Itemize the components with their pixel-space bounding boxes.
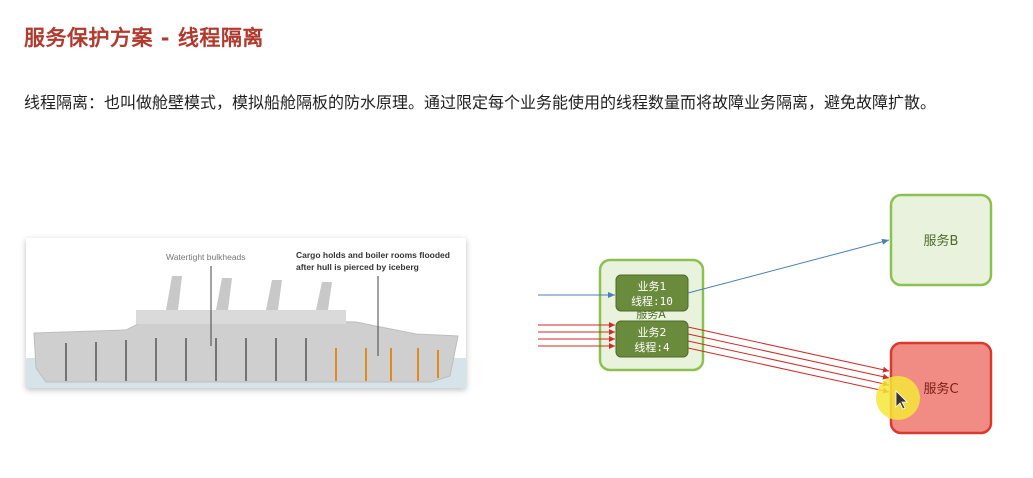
business-1-name: 业务1 <box>638 280 667 293</box>
ship-bulkhead-figure: Watertight bulkheads Cargo holds and boi… <box>26 238 466 388</box>
label-watertight-bulkheads: Watertight bulkheads <box>166 252 246 262</box>
red-request-arrows <box>538 322 615 349</box>
business-2-name: 业务2 <box>638 326 667 339</box>
ship-illustration: Watertight bulkheads Cargo holds and boi… <box>26 250 466 388</box>
bulkhead-lines <box>65 338 307 381</box>
funnel-1 <box>166 276 182 310</box>
service-b-label: 服务B <box>924 233 959 249</box>
diagram-canvas: 服务A 业务1 线程:10 业务2 线程:4 服务B 服务C <box>538 193 993 435</box>
funnel-2 <box>216 278 232 310</box>
arrows-business2-to-service-c <box>687 326 890 394</box>
thread-isolation-diagram: 服务A 业务1 线程:10 业务2 线程:4 服务B 服务C <box>530 185 1030 445</box>
business-1-threads: 线程:10 <box>631 294 673 308</box>
flooded-bulkheads <box>335 348 439 381</box>
arrow-business1-to-service-b <box>687 238 890 294</box>
business-2-box <box>615 320 689 358</box>
service-c-label: 服务C <box>923 381 958 397</box>
funnel-4 <box>316 282 332 310</box>
funnel-3 <box>266 280 282 310</box>
business-2-threads: 线程:4 <box>634 340 670 354</box>
label-flooded-line2: after hull is pierced by iceberg <box>296 262 419 272</box>
page-title: 服务保护方案 - 线程隔离 <box>24 26 264 50</box>
mouse-cursor-icon <box>895 390 908 410</box>
label-flooded-line1: Cargo holds and boiler rooms flooded <box>296 250 450 260</box>
superstructure <box>136 310 346 324</box>
description-paragraph: 线程隔离：也叫做舱壁模式，模拟船舱隔板的防水原理。通过限定每个业务能使用的线程数… <box>24 93 937 112</box>
service-b-box <box>889 193 993 287</box>
